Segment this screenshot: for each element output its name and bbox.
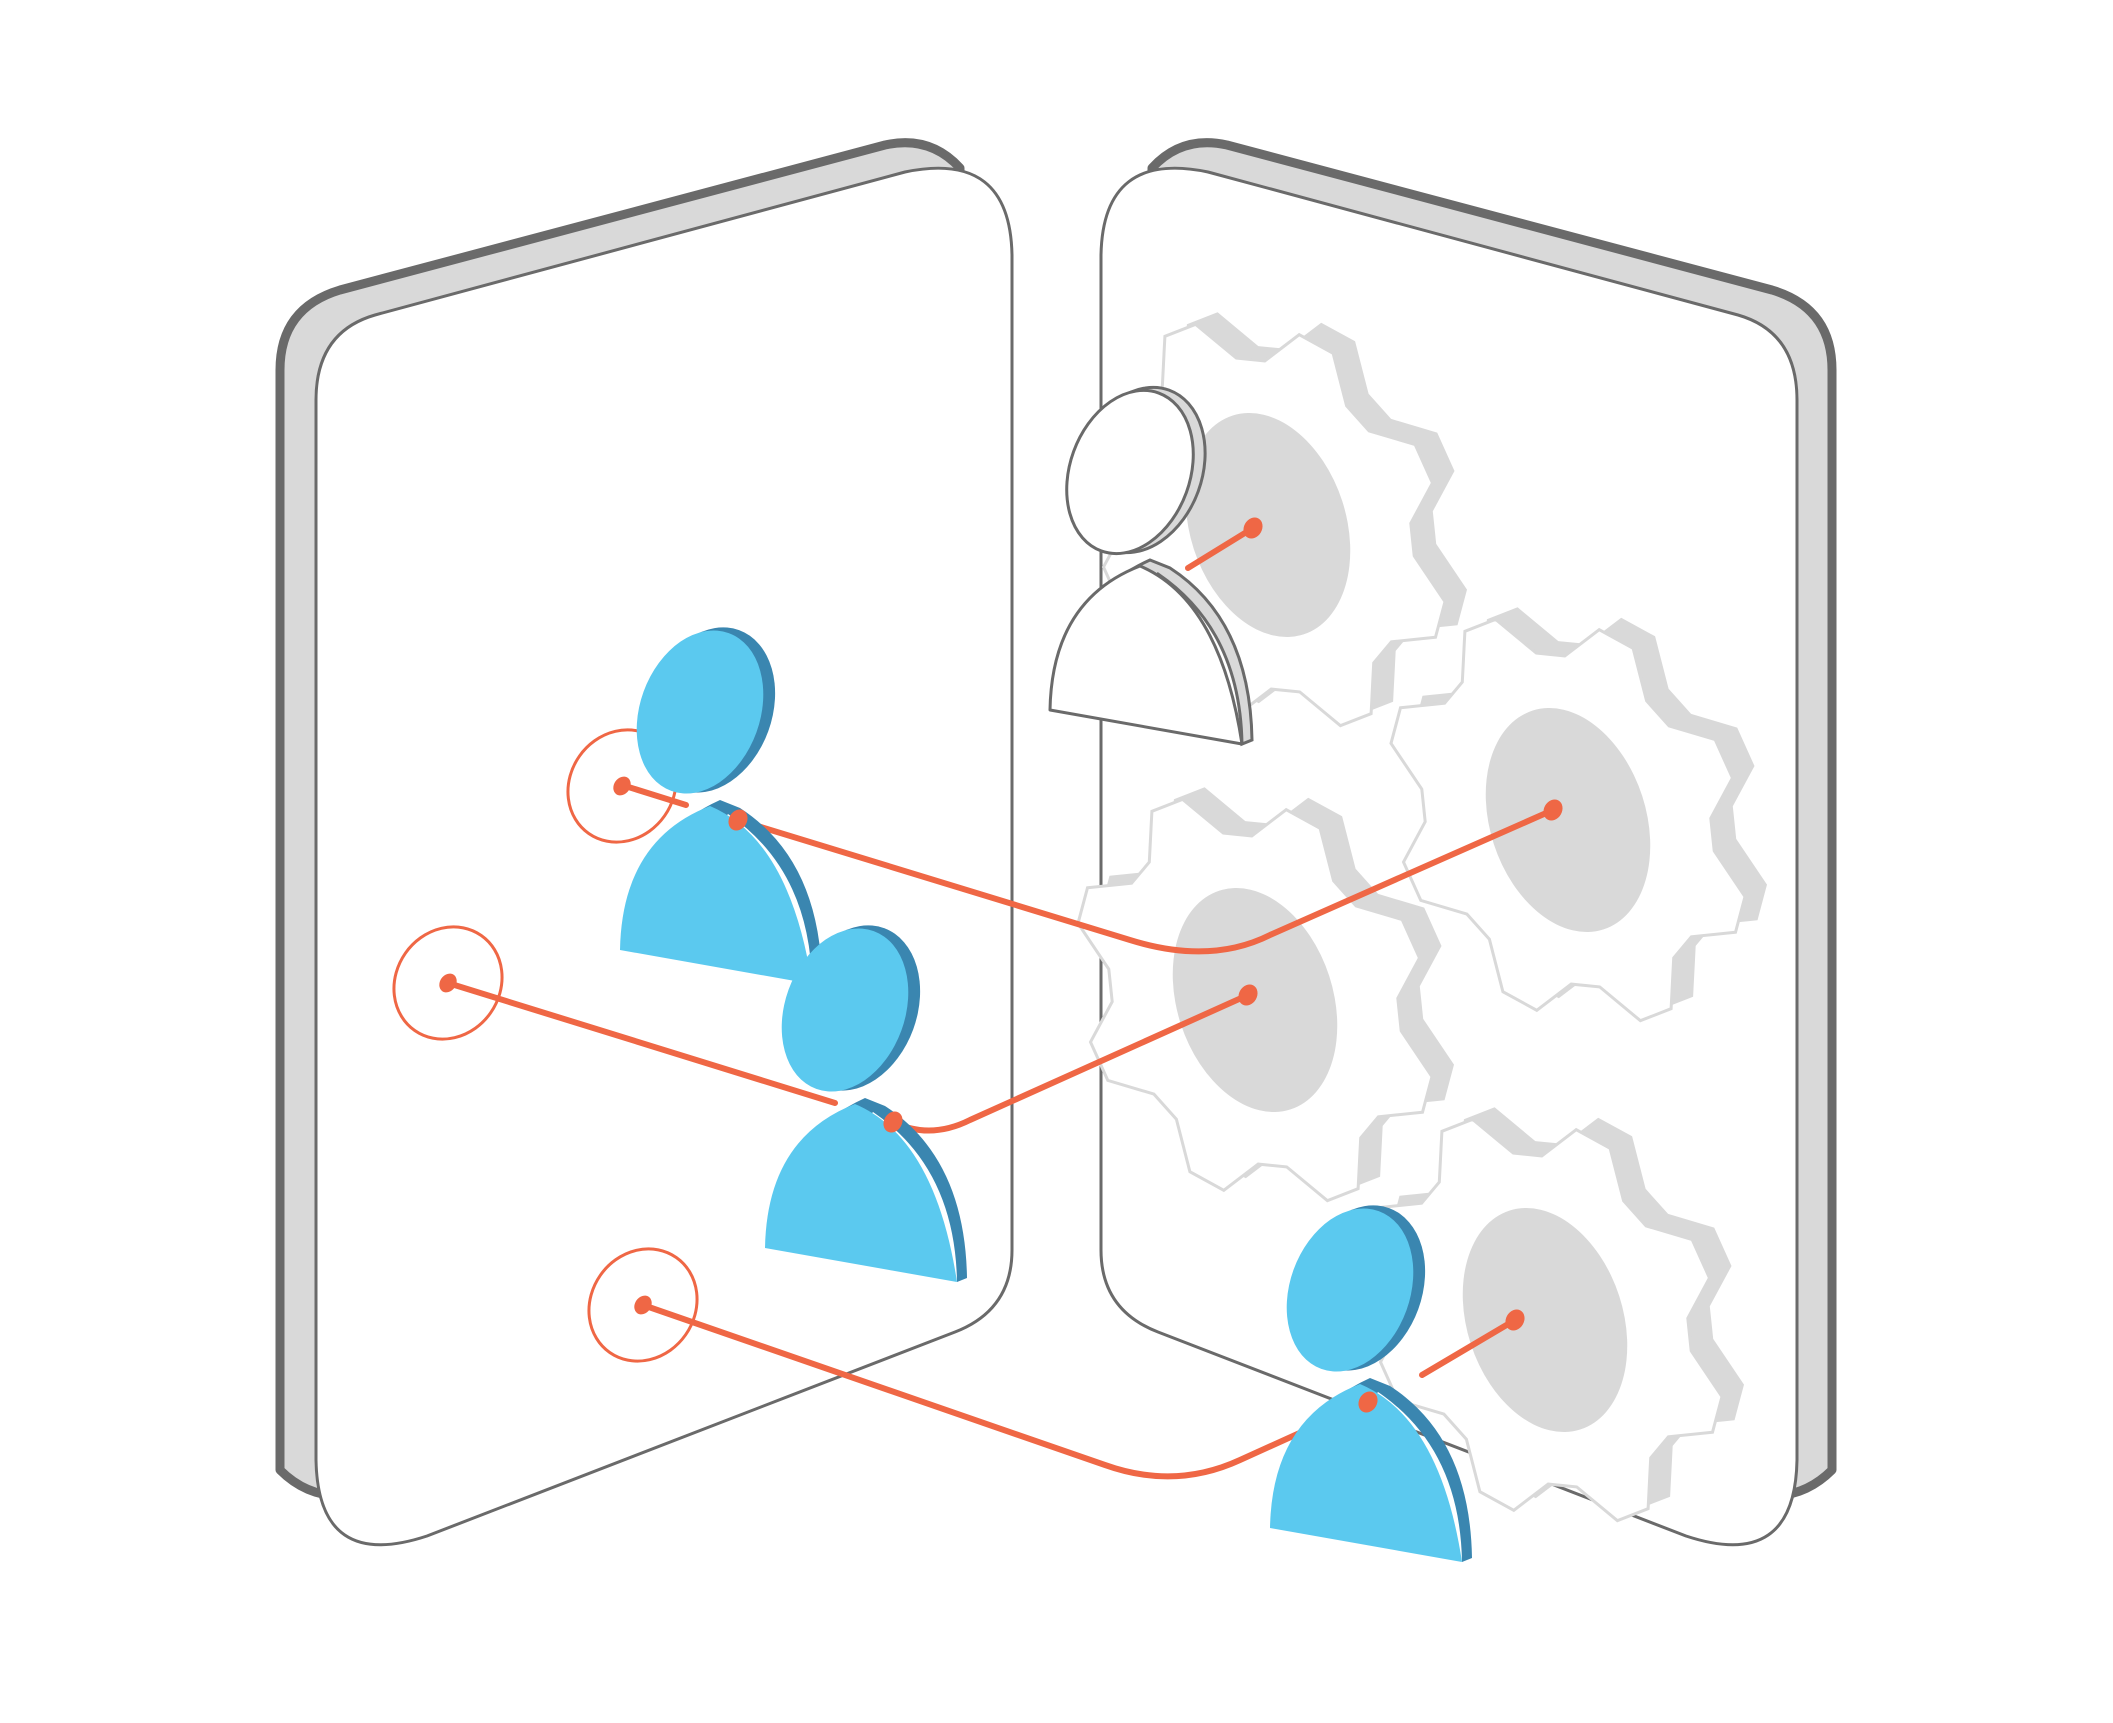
connectors xyxy=(445,525,1556,1480)
connector-line xyxy=(640,1302,1371,1480)
connector-line xyxy=(1419,1317,1518,1378)
user-icon xyxy=(1270,1205,1472,1562)
user-outline-icon xyxy=(1048,385,1254,747)
connector-dot xyxy=(883,1111,903,1133)
target-icon xyxy=(392,925,504,1041)
connector-dot xyxy=(1358,1391,1378,1413)
user-group xyxy=(620,385,1472,1562)
gear-icon xyxy=(1389,607,1767,1023)
left-panel xyxy=(275,138,1014,1547)
connector-line xyxy=(1185,525,1256,571)
connector-dot xyxy=(1238,984,1258,1006)
connector-dot xyxy=(1505,1309,1525,1331)
connector-dots xyxy=(728,517,1563,1413)
target-icon xyxy=(587,1247,699,1363)
user-icon xyxy=(620,627,822,984)
connector-dot xyxy=(1543,799,1563,821)
user-icon xyxy=(765,925,967,1282)
connector-line xyxy=(735,807,1556,955)
connector-line xyxy=(619,782,689,808)
gear-icon xyxy=(1366,1107,1744,1523)
connector-dot xyxy=(1243,517,1263,539)
connector-line xyxy=(445,980,838,1106)
connector-dot xyxy=(728,809,748,831)
